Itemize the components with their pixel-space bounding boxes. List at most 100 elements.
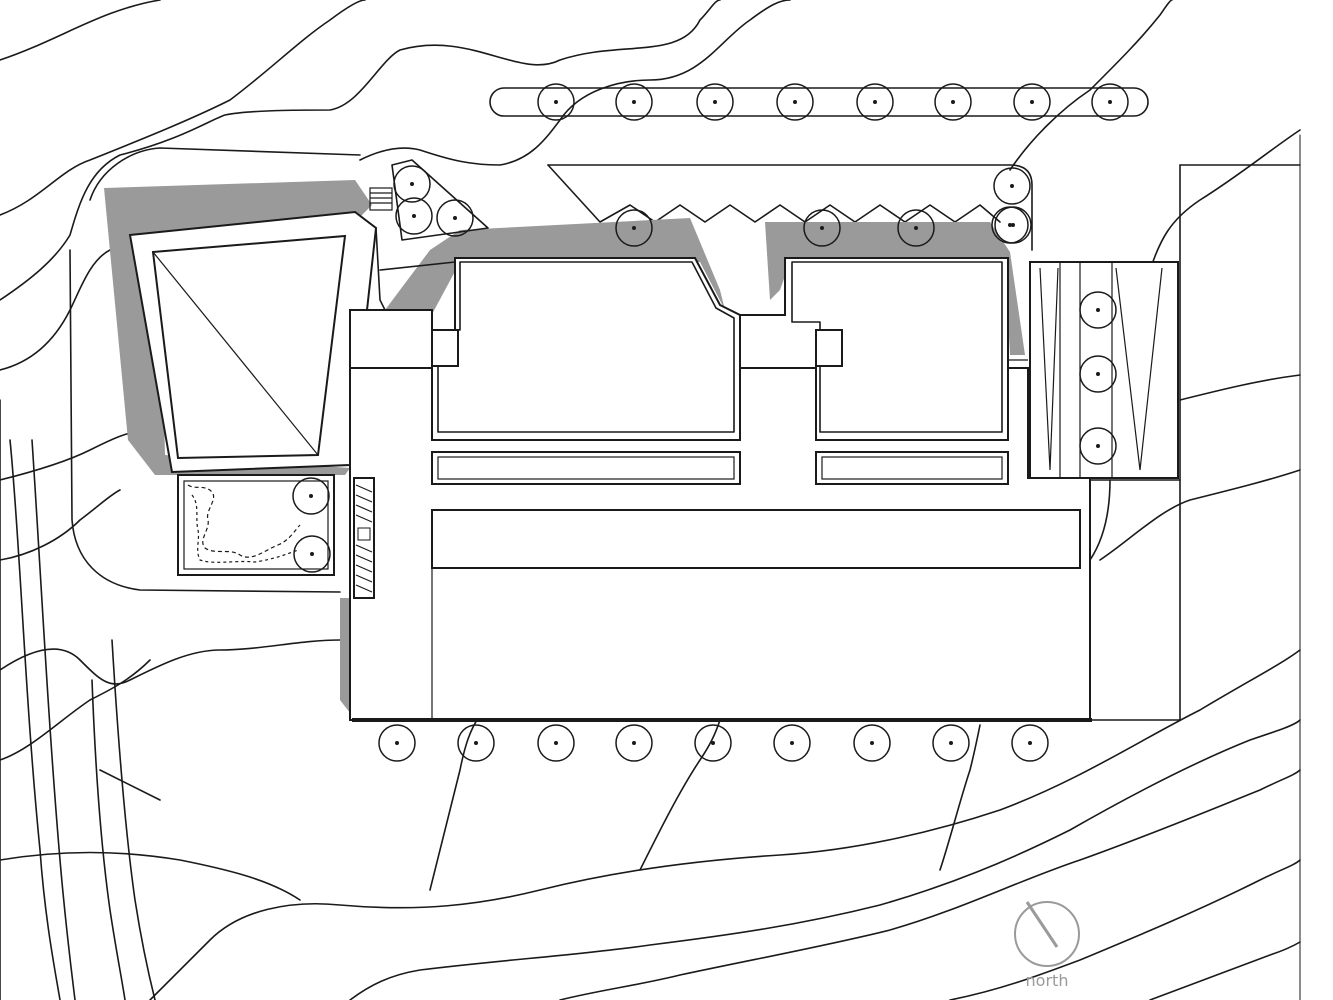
tree-bottom-row [932, 724, 970, 762]
garden-inner [183, 480, 329, 570]
contour-line [0, 489, 121, 561]
carport-brace [1115, 267, 1163, 471]
tree-side-column [1079, 291, 1117, 329]
trees [292, 83, 1129, 762]
tree-trunk-dot [914, 226, 918, 230]
forecourt-edge [547, 164, 1033, 251]
tree-trunk-dot [1030, 100, 1034, 104]
hedge-capsule [489, 87, 1149, 117]
tree-corner [993, 167, 1031, 205]
contour-line [1099, 469, 1301, 561]
tree-corner [393, 165, 431, 203]
contour-lines [0, 0, 1301, 1000]
tree-top-row [856, 83, 894, 121]
tree-bottom-row [773, 724, 811, 762]
tree-trunk-dot [1108, 100, 1112, 104]
carport [1029, 261, 1179, 479]
tree-bottom-row [457, 724, 495, 762]
pebble-bed [187, 484, 301, 558]
tree-facade-row [803, 209, 841, 247]
tree-trunk-dot [632, 100, 636, 104]
tree-trunk-dot [554, 100, 558, 104]
tree-bottom-row [537, 724, 575, 762]
entry-gate [353, 477, 375, 599]
tree-trunk-dot [632, 741, 636, 745]
contour-line [559, 769, 1301, 1000]
tree-garden [292, 477, 330, 515]
pavilion-niche [815, 329, 843, 367]
wing-inner [151, 234, 347, 460]
road-edge [91, 679, 126, 1000]
tree-side-column [1079, 355, 1117, 393]
contour-line [359, 0, 791, 166]
tree-garden [293, 535, 331, 573]
tree-corner [994, 206, 1032, 244]
shadow [385, 218, 725, 320]
wing-link [379, 261, 456, 271]
terrace-outline [1089, 479, 1111, 561]
forecourt [547, 164, 1033, 251]
contour-line [0, 249, 111, 371]
tree-trunk-dot [820, 226, 824, 230]
carport-brace [1039, 267, 1059, 471]
contour-line [639, 719, 721, 871]
tree-trunk-dot [554, 741, 558, 745]
tree-trunk-dot [1011, 223, 1015, 227]
tree-trunk-dot [632, 226, 636, 230]
main-building [349, 257, 1092, 722]
contour-line [1179, 374, 1301, 401]
tree-trunk-dot [1096, 372, 1100, 376]
contour-line [349, 719, 1301, 1000]
lap-pool [431, 509, 1081, 569]
tree-trunk-dot [410, 182, 414, 186]
north-label: north [1026, 971, 1069, 990]
tree-bottom-row [378, 724, 416, 762]
tree-side-column [1079, 427, 1117, 465]
tree-trunk-dot [474, 741, 478, 745]
roof-diagonal [152, 251, 319, 456]
tree-trunk-dot [395, 741, 399, 745]
garden [177, 474, 335, 576]
zigzag-edge [547, 164, 1001, 223]
tree-trunk-dot [790, 741, 794, 745]
tree-trunk-dot [1028, 741, 1032, 745]
contour-line [0, 639, 341, 685]
tree-bottom-row [615, 724, 653, 762]
reflecting-pool-inner [821, 456, 1003, 480]
tree-row-top [489, 87, 1149, 117]
tree-trunk-dot [310, 552, 314, 556]
tree-top-row [1013, 83, 1051, 121]
tree-corner [395, 197, 433, 235]
tree-trunk-dot [951, 100, 955, 104]
north-circle [1014, 901, 1080, 967]
road-edge [31, 439, 76, 1000]
tree-trunk-dot [793, 100, 797, 104]
contour-line [0, 0, 366, 216]
reflecting-pool-inner [437, 456, 735, 480]
tree-trunk-dot [1096, 308, 1100, 312]
terrace-outline [1089, 479, 1181, 721]
tree-trunk-dot [309, 494, 313, 498]
contour-line [429, 714, 481, 891]
pebble-bed [191, 494, 299, 563]
contour-line [0, 429, 151, 481]
north-arrow: north [1014, 901, 1080, 990]
pavilion-niche [431, 329, 459, 367]
tree-trunk-dot [1008, 223, 1012, 227]
tree-trunk-dot [711, 741, 715, 745]
shadow [765, 222, 1025, 355]
contour-line [0, 851, 301, 901]
site-boundary [1089, 164, 1301, 721]
tree-bottom-row [1011, 724, 1049, 762]
contour-line [0, 0, 161, 61]
stair-landing [391, 159, 489, 241]
pavilion-west-inner [791, 261, 1003, 433]
road-edge [69, 249, 341, 593]
tree-bottom-row [694, 724, 732, 762]
contour-line [149, 649, 1301, 1000]
tree-top-row [776, 83, 814, 121]
pavilion-east [431, 257, 741, 441]
north-needle [1025, 901, 1059, 948]
road-edge [9, 439, 61, 1000]
